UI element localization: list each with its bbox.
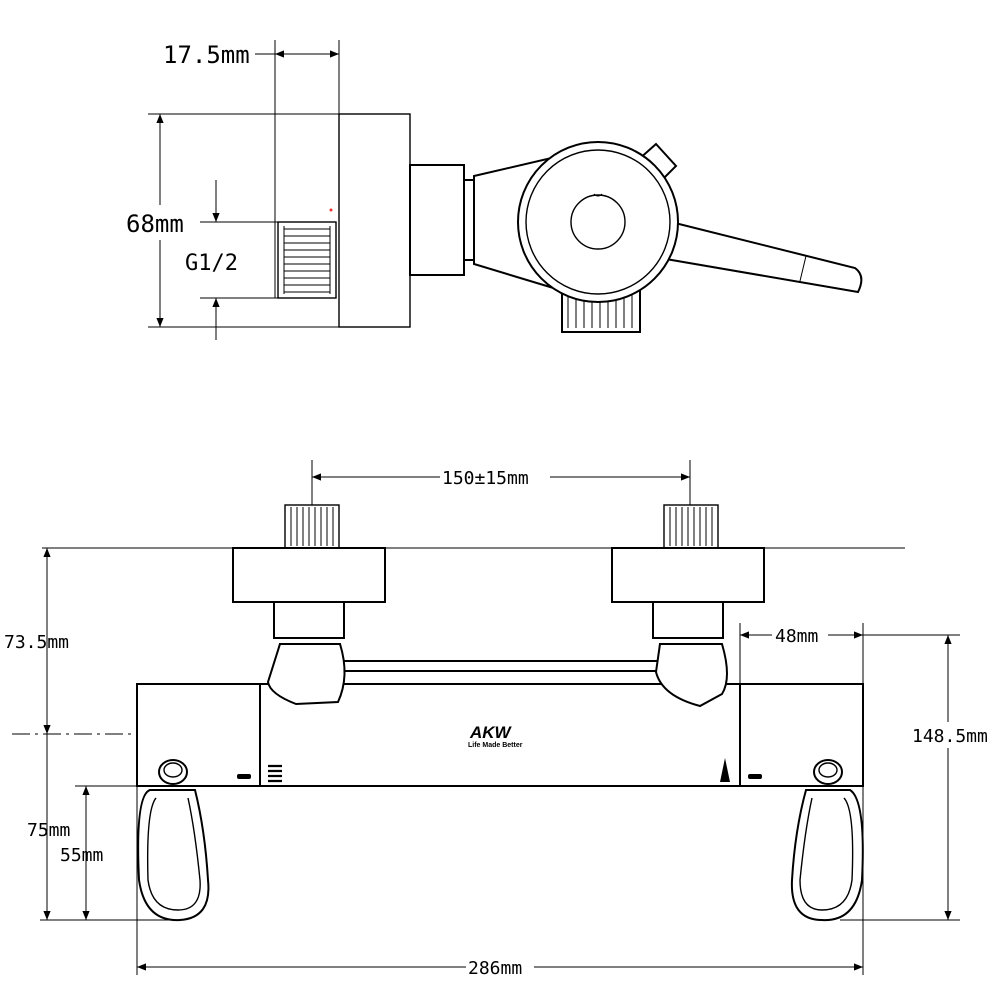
main-body (259, 683, 741, 787)
side-center-hole (570, 194, 626, 250)
left-handle (137, 789, 210, 922)
dim-offset-label: 17.5mm (163, 41, 250, 69)
left-mark (237, 774, 251, 779)
dim-total-width-label: 286mm (468, 958, 522, 979)
dim-handle-height-label: 55mm (60, 845, 103, 866)
dim-total-height-label: 148.5mm (912, 726, 988, 747)
side-round-body (517, 141, 679, 303)
dim-center-distance: 150±15mm (311, 460, 691, 505)
left-nut (273, 601, 345, 639)
side-view: 17.5mm 68mm G1/2 (126, 40, 863, 340)
dim-lower-height-label: 75mm (27, 820, 70, 841)
dim-height: 68mm (126, 113, 339, 328)
right-inlet-thread (663, 504, 719, 549)
dim-total-height: 148.5mm (840, 634, 988, 921)
dim-body-end: 48mm (739, 623, 864, 684)
dim-upper-height: 73.5mm (4, 548, 69, 734)
right-mark (748, 774, 762, 779)
side-nut (409, 164, 465, 276)
right-handle (790, 789, 864, 922)
hot-scale-icon (720, 758, 730, 782)
dim-thread: G1/2 (185, 180, 278, 340)
dim-height-label: 68mm (126, 210, 184, 238)
side-thread-inlet (277, 221, 337, 299)
right-escutcheon (611, 547, 765, 603)
right-end-cap (739, 683, 864, 787)
dim-lower-height: 75mm (27, 734, 170, 921)
front-view: AKW Life Made Better (4, 460, 988, 979)
left-end-cap (136, 683, 261, 787)
side-wall-plate (338, 113, 411, 328)
logo-tagline: Life Made Better (468, 742, 523, 749)
left-inlet-thread (284, 504, 340, 549)
left-handle-knob (158, 759, 188, 785)
brand-logo: AKW Life Made Better (468, 723, 523, 749)
dim-upper-height-label: 73.5mm (4, 632, 69, 653)
logo-text: AKW (469, 723, 513, 742)
dim-body-end-label: 48mm (775, 626, 818, 647)
left-escutcheon (232, 547, 386, 603)
dim-offset: 17.5mm (163, 41, 339, 69)
dim-total-width: 286mm (136, 786, 864, 979)
dim-center-distance-label: 150±15mm (442, 468, 529, 489)
thread-label: G1/2 (185, 251, 238, 276)
right-handle-knob (813, 759, 843, 785)
cold-scale-icon (268, 764, 282, 783)
right-nut (652, 601, 724, 639)
side-lever-handle (653, 216, 863, 294)
